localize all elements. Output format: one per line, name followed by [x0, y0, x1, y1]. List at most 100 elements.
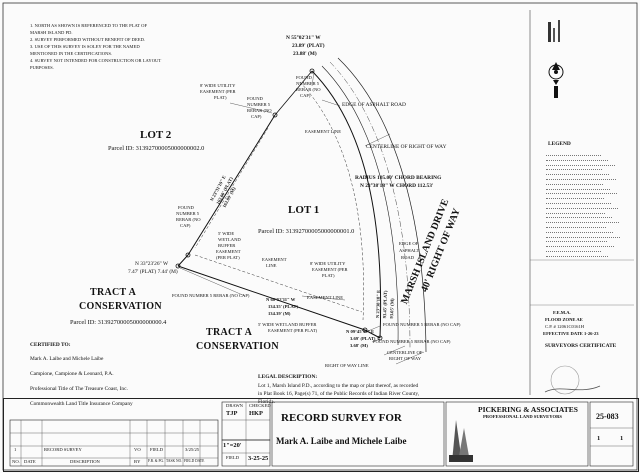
label-line: PLAT)	[322, 273, 335, 278]
legend-title: LEGEND	[548, 141, 571, 147]
label-line: N 09°45'38" E	[346, 329, 375, 334]
found-rebar-se2-label: FOUND NUMBER 5 REBAR (NO CAP)	[373, 339, 451, 344]
label-line: ROAD	[401, 255, 415, 260]
note-line: 3. USE OF THIS SURVEY IS SOLEY FOR THE N…	[30, 44, 140, 49]
tract-a-left-line2: CONSERVATION	[79, 301, 162, 312]
leader-centerline-low	[383, 345, 406, 356]
rev-row-date: 3/25/25	[185, 447, 200, 452]
easement-line-low-label: EASEMENT LINE	[307, 295, 344, 300]
note-line: 4. SURVEY NOT INTENDED FOR CONSTRUCTION …	[30, 58, 162, 63]
right-of-way-curve	[337, 57, 427, 353]
row-line-label: RIGHT OF WAY LINE	[325, 363, 369, 368]
certified-heading: CERTIFIED TO:	[30, 342, 71, 348]
legend-row	[546, 166, 602, 171]
job-number: 25-083	[596, 412, 619, 421]
lot-west-line	[187, 114, 276, 256]
legend-row	[546, 243, 614, 248]
record-survey-title: RECORD SURVEY FOR	[281, 412, 402, 424]
legend-row	[546, 186, 610, 190]
top-bearing: N 55°02'31" W	[286, 35, 321, 41]
label-line: FOUND	[178, 205, 194, 210]
client-name: Mark A. Laibe and Michele Laibe	[276, 436, 407, 446]
drawn-value: TJP	[226, 410, 238, 417]
radius-label: RADIUS 105.00' CHORD BEARING	[355, 175, 442, 181]
legend-row	[546, 152, 601, 156]
edge-of-asphalt-curve	[321, 65, 399, 346]
checked-value: HKP	[249, 410, 263, 417]
leader-edge-asphalt	[321, 99, 341, 107]
label-line: EDGE OF	[399, 241, 419, 246]
lot-sw-line	[177, 254, 189, 267]
note-line: 2. SURVEY PERFORMED WITHOUT BENEFIT OF D…	[30, 37, 146, 42]
label-line: CAP)	[180, 223, 191, 228]
legend-row	[546, 253, 608, 257]
label-line: PLAT)	[214, 95, 227, 100]
rebar-marker-w	[185, 252, 191, 258]
flood-effective: EFFECTIVE DATE 1-26-23	[543, 331, 599, 336]
date-value: 3-25-25	[248, 455, 269, 462]
label-line: 5' WIDE WETLAND BUFFER	[258, 322, 317, 327]
centerline-top-label: CENTERLINE OF RIGHT OF WAY	[366, 144, 447, 150]
leader-rebar-top	[311, 71, 315, 87]
rebar-marker-sw	[175, 263, 181, 269]
tract-a-left-parcel: Parcel ID: 31392700005000000000.4	[70, 319, 167, 326]
lot-east-curve	[311, 70, 382, 339]
rev-header-fb: F.B. & PG.	[148, 459, 164, 463]
lot2-label: LOT 2	[140, 129, 172, 141]
title-block	[3, 398, 639, 472]
legend-row	[546, 162, 615, 166]
tract-a-left-line1: TRACT A	[90, 287, 137, 298]
legend-row	[546, 214, 612, 219]
certified-line: Commonwealth Land Title Insurance Compan…	[30, 401, 133, 407]
label-line: EASEMENT	[262, 257, 287, 262]
label-line: CAP)	[300, 93, 311, 98]
label-line: NUMBER 5	[247, 102, 271, 107]
label-line: LINE	[266, 263, 277, 268]
sheet-of: 1	[620, 435, 624, 442]
rev-header-by: BY	[134, 459, 141, 464]
label-line: NUMBER 5	[176, 211, 200, 216]
note-line: PURPOSES.	[30, 65, 54, 70]
rev-header-no: NO.	[12, 459, 20, 464]
found-rebar-sw-label: FOUND NUMBER 5 REBAR (NO CAP)	[172, 293, 250, 298]
legend-row	[546, 219, 619, 224]
rebar-marker-nw	[272, 112, 278, 118]
surveyor-seal-icon	[550, 365, 580, 395]
legend-row	[546, 224, 606, 228]
legend-row	[546, 176, 616, 180]
rev-header-description: DESCRIPTION	[70, 459, 100, 464]
label-line: 8' WIDE UTILITY	[200, 83, 236, 88]
label-line: REBAR (NO	[176, 217, 201, 222]
label-line: WETLAND	[218, 237, 241, 242]
certified-line: Mark A. Laibe and Michele Laibe	[30, 356, 104, 362]
easement-line-curve	[299, 81, 364, 321]
rev-header-task: TASK NO.	[166, 459, 183, 463]
sheet-number: 1	[597, 435, 601, 442]
top-dist-meas: 23.88' (M)	[293, 51, 317, 57]
legend-row	[546, 190, 617, 195]
sheet-reference-marks-icon	[548, 20, 560, 42]
label-line: ASPHALT	[399, 248, 420, 253]
lot-se-line	[364, 329, 381, 339]
lot2-parcel: Parcel ID: 31392700005000000002.0	[108, 145, 205, 152]
surveyor-signature-icon	[544, 385, 601, 393]
company-name: PICKERING & ASSOCIATES	[478, 405, 578, 414]
found-rebar-se-label: FOUND NUMBER 5 REBAR (NO CAP)	[383, 322, 461, 327]
top-dist-plat: 23.89' (PLAT)	[292, 43, 325, 49]
legend-row	[546, 205, 618, 209]
legend-row	[546, 229, 613, 233]
note-line: MARSH ISLAND PD.	[30, 30, 73, 35]
flood-panel: C.P. # 12061C0161H	[545, 324, 585, 329]
company-subtitle: PROFESSIONAL LAND SURVEYORS	[483, 414, 562, 419]
label-line: 134.35' (PLAT)	[268, 304, 299, 309]
label-line: EASEMENT (PER	[312, 267, 348, 272]
north-arrow-icon	[548, 62, 564, 98]
label-line: RIGHT OF WAY	[389, 356, 422, 361]
leader-rebar-se	[367, 325, 381, 332]
legend-row	[546, 171, 609, 176]
certified-line: Professional Title of The Treasure Coast…	[30, 386, 128, 392]
tract-a-center-line2: CONSERVATION	[196, 341, 279, 352]
label-line: (PER PLAT)	[216, 255, 240, 260]
